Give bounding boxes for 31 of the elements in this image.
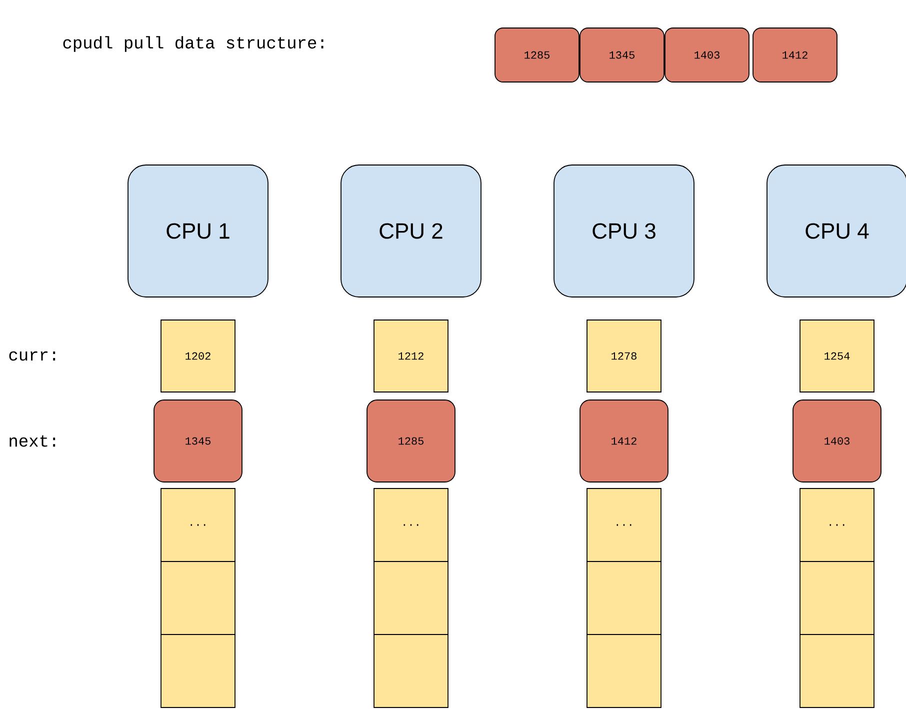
cpu-box: CPU 3	[554, 164, 694, 298]
next-cell: 1412	[580, 400, 668, 482]
curr-cell: 1278	[586, 320, 662, 392]
heap-cell: ...	[374, 488, 448, 562]
heap-cell	[374, 634, 448, 708]
curr-cell: 1202	[160, 320, 236, 392]
next-cell: 1285	[366, 400, 456, 482]
curr-cell: 1254	[800, 320, 874, 392]
heap-cell	[374, 561, 448, 635]
heap-cell: ...	[586, 488, 662, 562]
cpu-box: CPU 1	[128, 164, 268, 298]
heap-cell	[586, 634, 662, 708]
cpu-box: CPU 2	[340, 164, 482, 298]
heap-cell	[160, 634, 236, 708]
heap-cell: ...	[160, 488, 236, 562]
heap-cell	[800, 634, 874, 708]
heap-cell	[800, 561, 874, 635]
next-cell: 1403	[792, 400, 882, 482]
next-cell: 1345	[154, 400, 242, 482]
heap-cell: ...	[800, 488, 874, 562]
queue-cell: 1285	[494, 28, 580, 82]
curr-cell: 1212	[374, 320, 448, 392]
queue-cell: 1412	[752, 28, 838, 82]
cpu-box: CPU 4	[766, 164, 906, 298]
heap-cell	[160, 561, 236, 635]
queue-cell: 1403	[664, 28, 750, 82]
queue-cell: 1345	[580, 28, 664, 82]
row-label: next:	[10, 435, 56, 447]
heap-cell	[586, 561, 662, 635]
row-label: curr:	[9, 351, 56, 361]
section-title: cpudl pull data structure:	[63, 36, 324, 52]
